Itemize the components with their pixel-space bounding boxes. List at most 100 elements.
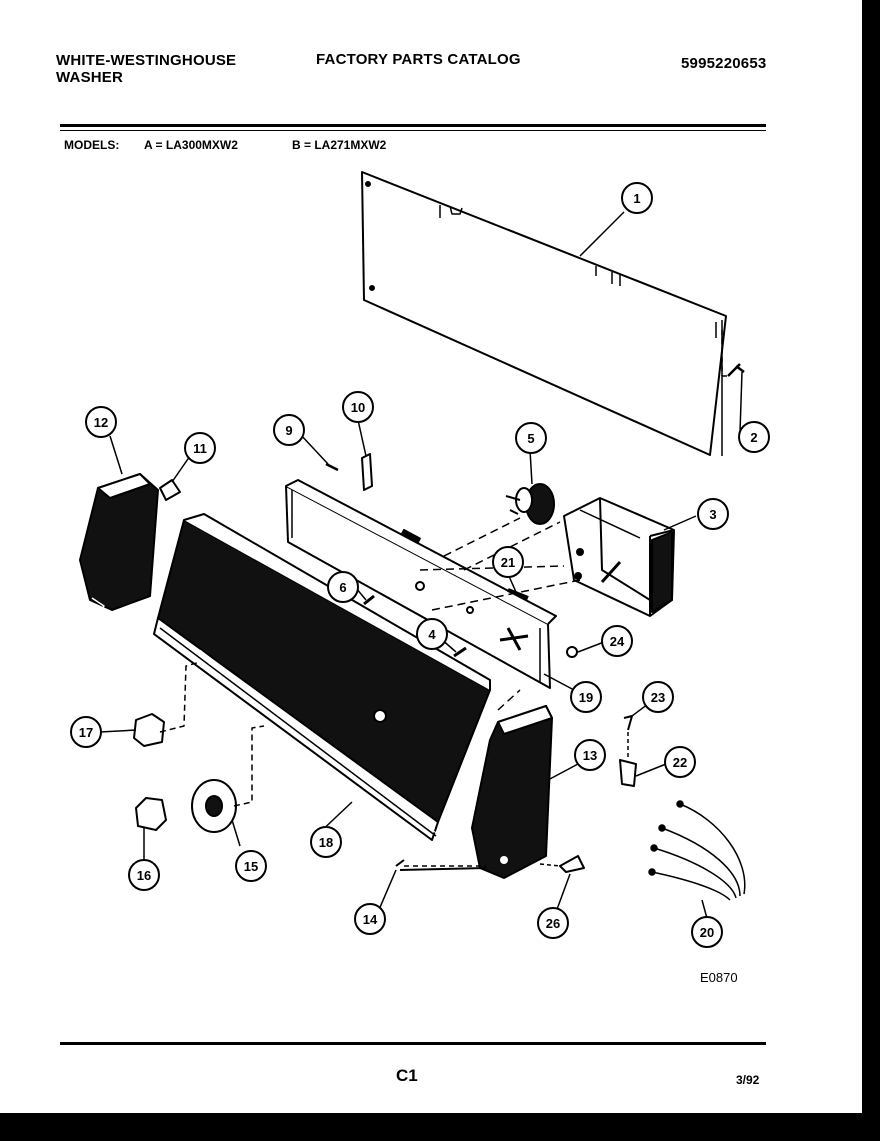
callout-bubble [70,716,102,748]
knob-part-16 [135,797,167,831]
brand-block: WHITE-WESTINGHOUSE WASHER [56,52,236,86]
callout-bubble [416,618,448,650]
model-b: B = LA271MXW2 [292,138,387,152]
callout-10: 10 [342,391,374,423]
callout-number: 16 [137,868,151,883]
scan-border-bottom [0,1113,880,1141]
callout-number: 2 [750,430,757,445]
callout-bubble [492,546,524,578]
callout-bubble [128,859,160,891]
callout-number: 18 [319,835,333,850]
callout-3: 3 [697,498,729,530]
callout-9: 9 [273,414,305,446]
models-line: MODELS: A = LA300MXW2 B = LA271MXW2 [64,138,386,152]
dial-part-15 [191,725,265,833]
callout-20: 20 [691,916,723,948]
callout-12: 12 [85,406,117,438]
console-part-18 [153,513,491,841]
footer-rule [60,1042,766,1045]
callout-2: 2 [738,421,770,453]
callout-bubble [310,826,342,858]
callout-bubble [235,850,267,882]
callout-number: 22 [673,755,687,770]
callout-5: 5 [515,422,547,454]
callout-bubble [273,414,305,446]
clip-part-10 [361,453,373,491]
callout-18: 18 [310,826,342,858]
callout-13: 13 [574,739,606,771]
callout-bubble [664,746,696,778]
callout-11: 11 [184,432,216,464]
callout-number: 5 [527,431,534,446]
page-code: C1 [396,1066,418,1085]
callout-number: 24 [610,634,625,649]
clip-part-11 [159,479,181,501]
callout-bubble [515,422,547,454]
callout-number: 26 [546,916,560,931]
models-label: MODELS: [64,138,120,152]
harness-part-20 [648,800,746,901]
clip-part-26 [559,855,585,873]
header-rule [60,124,766,127]
callout-14: 14 [354,903,386,935]
callout-16: 16 [128,859,160,891]
callout-bubble [574,739,606,771]
catalog-title: FACTORY PARTS CATALOG [316,51,521,68]
callout-bubble [184,432,216,464]
callout-6: 6 [327,571,359,603]
brand-line1: WHITE-WESTINGHOUSE [56,52,237,69]
callout-4: 4 [416,618,448,650]
screw-part-2 [727,363,745,377]
screw-part-4 [453,646,467,658]
clip-part-21 [507,588,529,600]
callout-24: 24 [601,625,633,657]
model-a: A = LA300MXW2 [144,138,238,152]
callout-number: 12 [94,415,108,430]
switch-part-5 [505,483,555,525]
callout-number: 6 [339,580,346,595]
nut-part-24 [566,646,578,658]
screw-part-9 [325,462,339,472]
callout-bubble [342,391,374,423]
callout-bubble [601,625,633,657]
end-cap-part-12 [79,473,159,613]
callout-number: 9 [285,423,292,438]
screw-part-14 [395,859,487,871]
callout-bubble [691,916,723,948]
callout-number: 14 [363,912,378,927]
callout-22: 22 [664,746,696,778]
timer-part [563,497,675,617]
callout-bubble [697,498,729,530]
revision-date: 3/92 [736,1073,760,1087]
callout-19: 19 [570,681,602,713]
callout-number: 4 [428,627,436,642]
knob-part-17 [133,713,165,747]
callout-bubble [621,182,653,214]
callout-bubble [354,903,386,935]
callout-bubble [570,681,602,713]
screw-part-23 [623,715,633,731]
callout-number: 1 [633,191,640,206]
scan-border-right [862,0,880,1141]
header-rule-thin [60,130,766,131]
end-cap-part-13 [471,705,553,879]
callout-26: 26 [537,907,569,939]
callout-bubble [85,406,117,438]
callout-15: 15 [235,850,267,882]
callout-number: 10 [351,400,365,415]
bracket-part-19 [285,479,557,689]
screw-part-6 [363,594,375,606]
brand-line2: WASHER [56,69,124,86]
callout-number: 21 [501,555,515,570]
callout-21: 21 [492,546,524,578]
diagram-code: E0870 [700,970,738,985]
callout-bubble [327,571,359,603]
callout-17: 17 [70,716,102,748]
callout-number: 19 [579,690,593,705]
callout-number: 3 [709,507,716,522]
rear-panel-part [361,171,727,456]
callout-number: 15 [244,859,258,874]
callout-bubble [738,421,770,453]
